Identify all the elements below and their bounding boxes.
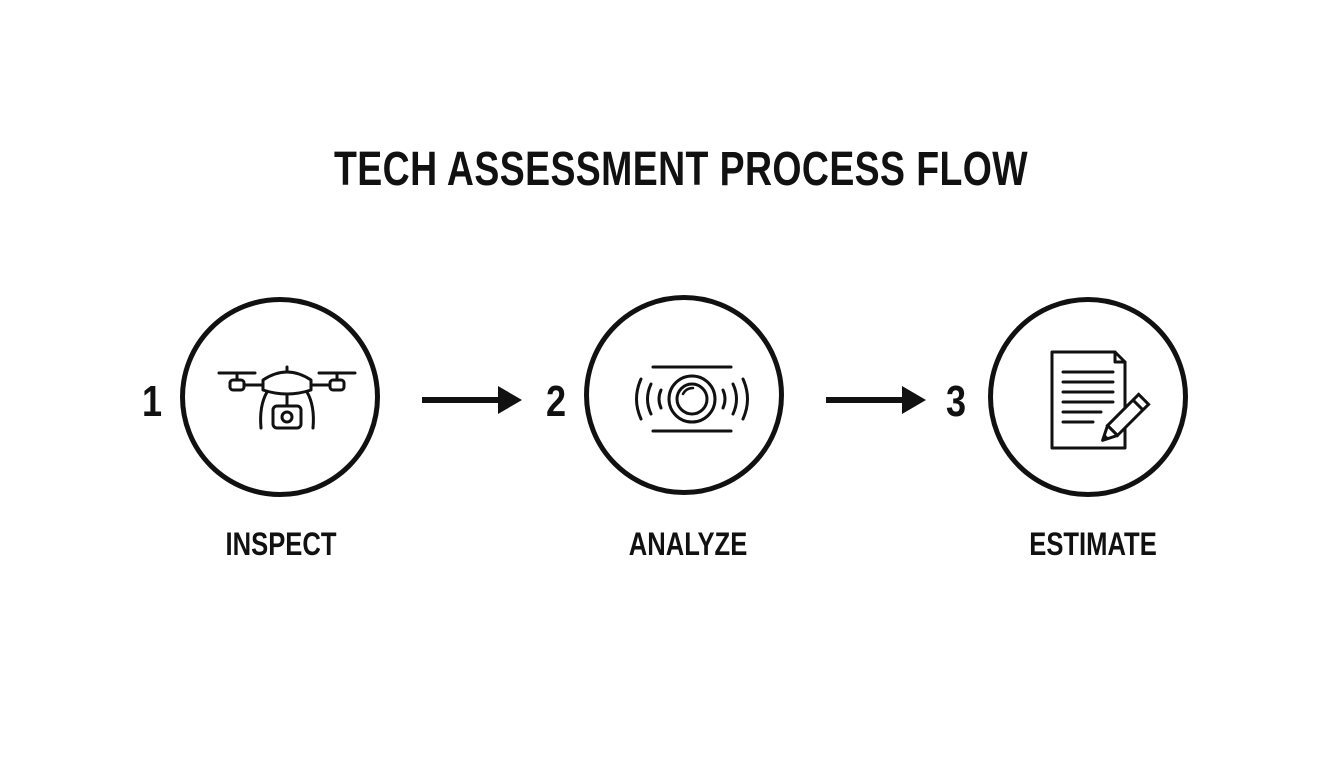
step-circle	[988, 297, 1188, 497]
drone-icon	[217, 365, 357, 430]
step-circle	[584, 295, 784, 495]
step-label: ESTIMATE	[1029, 526, 1157, 562]
step-number: 1	[141, 377, 163, 426]
step-label: ANALYZE	[628, 526, 748, 562]
diagram-title: TECH ASSESSMENT PROCESS FLOW	[334, 143, 1028, 196]
step-circle	[180, 297, 380, 497]
document-pencil-icon	[1050, 350, 1151, 450]
step-number: 3	[945, 377, 967, 426]
step-number: 2	[545, 377, 567, 426]
step-label: INSPECT	[225, 526, 337, 562]
arrow-right-icon	[420, 380, 524, 420]
camera-lens-scan-icon	[635, 365, 749, 433]
arrow-right-icon	[824, 380, 928, 420]
